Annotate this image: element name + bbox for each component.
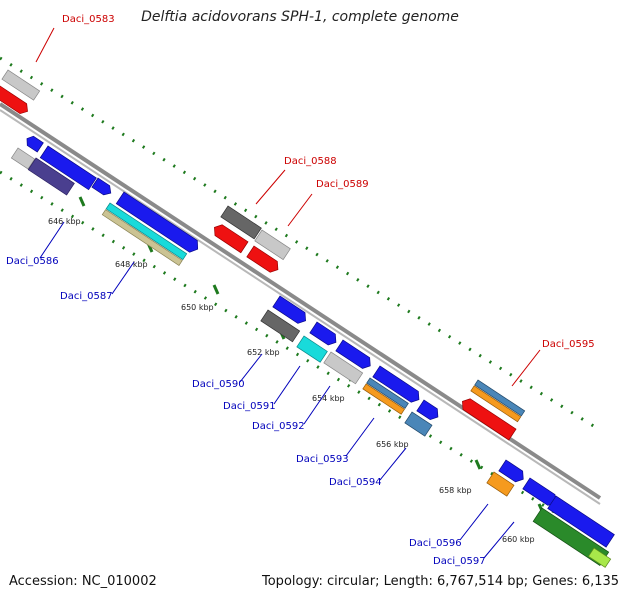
leader-daci-0596 [459,503,489,541]
gene-blue-f[interactable] [372,365,423,405]
gene-blue-h[interactable] [498,459,527,485]
gene-daci-0592[interactable] [323,351,364,385]
gene-blue-small-2[interactable] [91,177,114,198]
tick-label: 656 kbp [376,440,409,449]
guide-dots [0,56,601,542]
tick-label: 654 kbp [312,394,345,403]
tick-658 [474,459,482,470]
gene-daci-0583[interactable] [1,69,41,101]
genes [0,69,615,568]
leader-daci-0583 [35,27,55,63]
tick-label: 648 kbp [115,260,148,269]
accession-label: Accession: NC_010002 [9,574,157,589]
label-daci-0593[interactable]: Daci_0593 [296,454,349,465]
gene-red-0584[interactable] [0,85,31,116]
gene-daci-0589[interactable] [254,229,291,261]
gene-blue-small[interactable] [24,134,44,153]
genome-map: 646 kbp 648 kbp 650 kbp 652 kbp 654 kbp … [0,9,619,589]
label-daci-0589[interactable]: Daci_0589 [316,179,369,190]
label-daci-0595[interactable]: Daci_0595 [542,339,595,350]
gene-lime[interactable] [587,547,612,568]
gene-red-a[interactable] [211,222,249,254]
gene-daci-0593[interactable] [362,377,409,415]
leader-daci-0593 [345,417,375,457]
leader-daci-0595 [511,349,541,387]
leader-daci-0591 [273,365,301,405]
label-daci-0583[interactable]: Daci_0583 [62,14,115,25]
tick-label: 658 kbp [439,486,472,495]
label-daci-0590[interactable]: Daci_0590 [192,379,245,390]
genome-summary: Topology: circular; Length: 6,767,514 bp… [262,574,619,589]
gene-navy[interactable] [27,157,75,196]
gene-blue-j[interactable] [547,495,615,548]
gene-blue-long[interactable] [115,191,201,255]
gene-daci-0590[interactable] [260,309,301,343]
gene-red-b[interactable] [246,245,282,275]
map-title: Delftia acidovorans SPH-1, complete geno… [141,9,459,25]
label-daci-0597[interactable]: Daci_0597 [433,556,486,567]
gene-daci-0586[interactable] [10,147,36,170]
leader-daci-0592 [303,385,331,425]
gene-daci-0596[interactable] [486,471,515,497]
genome-map-canvas: 646 kbp 648 kbp 650 kbp 652 kbp 654 kbp … [0,14,615,568]
tick-labels: 646 kbp 648 kbp 650 kbp 652 kbp 654 kbp … [48,217,535,544]
gene-labels: Daci_0583 Daci_0588 Daci_0589 Daci_0595 … [6,14,595,567]
label-daci-0596[interactable]: Daci_0596 [409,538,462,549]
label-daci-0594[interactable]: Daci_0594 [329,477,382,488]
leader-daci-0586 [39,221,65,259]
gene-daci-0594[interactable] [404,411,433,437]
tick-646 [78,196,86,207]
tick-650 [212,284,220,295]
leader-daci-0590 [239,353,263,383]
label-daci-0587[interactable]: Daci_0587 [60,291,113,302]
label-daci-0592[interactable]: Daci_0592 [252,421,305,432]
tick-label: 646 kbp [48,217,81,226]
label-daci-0588[interactable]: Daci_0588 [284,156,337,167]
leader-daci-0594 [379,447,407,481]
label-daci-0591[interactable]: Daci_0591 [223,401,276,412]
gene-red-c[interactable] [459,396,517,441]
gene-daci-0591[interactable] [296,335,328,363]
tick-label: 660 kbp [502,535,535,544]
gene-daci-0588[interactable] [220,205,262,240]
tick-label: 652 kbp [247,348,280,357]
tick-label: 650 kbp [181,303,214,312]
leader-daci-0597 [483,521,515,559]
outer-dotted-track [0,56,601,432]
leader-daci-0588 [255,169,286,205]
gene-daci-0587[interactable] [101,202,188,266]
backbone-strand-inner [0,109,601,505]
gene-blue-e[interactable] [335,339,374,371]
leader-daci-0589 [287,193,313,227]
leader-lines [35,27,541,559]
gene-blue-large-1[interactable] [39,145,97,191]
gene-daci-0595[interactable] [470,379,526,423]
leader-daci-0587 [111,261,135,295]
label-daci-0586[interactable]: Daci_0586 [6,256,59,267]
gene-blue-c[interactable] [272,295,309,326]
gene-blue-d[interactable] [309,321,340,348]
gene-blue-g[interactable] [416,399,442,422]
